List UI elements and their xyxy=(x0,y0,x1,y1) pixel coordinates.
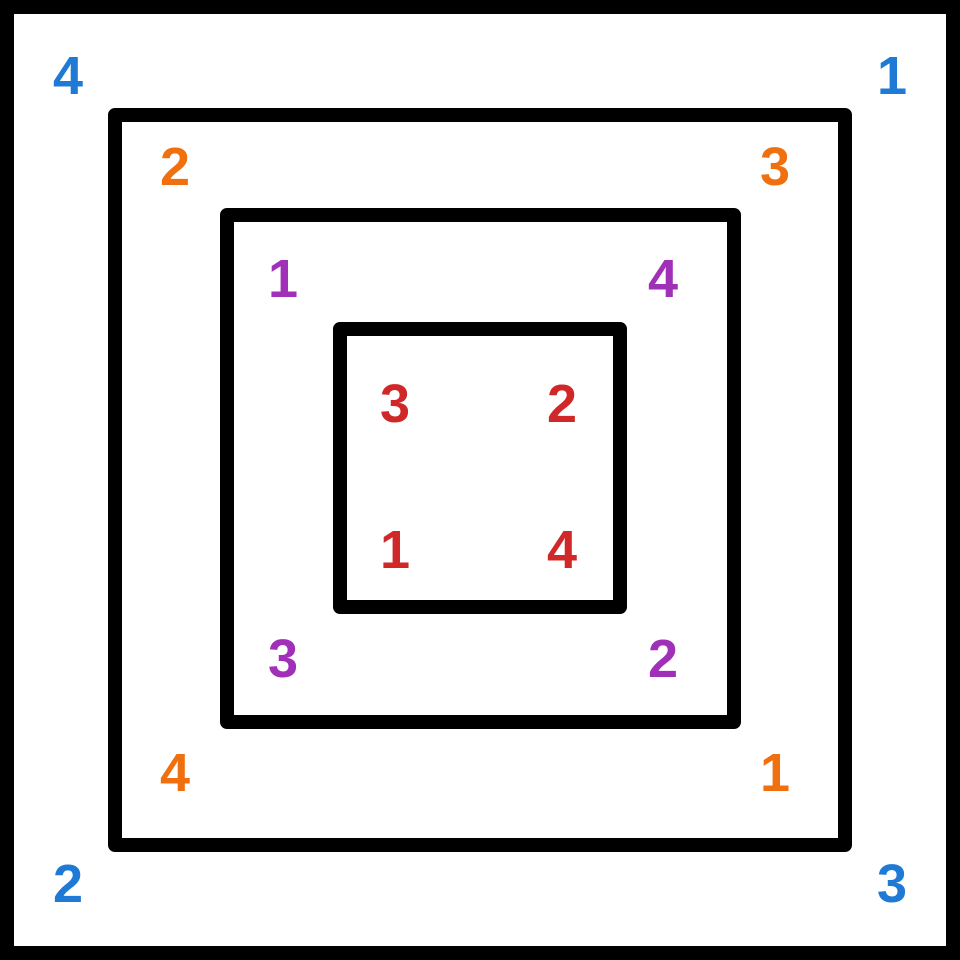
square-frame-1 xyxy=(108,108,852,852)
number-inner-top-right: 2 xyxy=(547,374,577,434)
number-inner-bottom-right: 4 xyxy=(547,520,577,580)
square-frame-2 xyxy=(220,208,741,729)
number-outer-top-right: 1 xyxy=(877,46,907,106)
number-frame2-bottom-left: 3 xyxy=(268,629,298,689)
number-outer-top-left: 4 xyxy=(53,46,83,106)
square-frame-3 xyxy=(333,322,627,614)
number-frame2-top-left: 1 xyxy=(268,249,298,309)
number-outer-bottom-right: 3 xyxy=(877,854,907,914)
number-frame1-top-right: 3 xyxy=(760,137,790,197)
number-outer-bottom-left: 2 xyxy=(53,854,83,914)
number-frame1-bottom-right: 1 xyxy=(760,743,790,803)
number-frame1-bottom-left: 4 xyxy=(160,743,190,803)
number-frame2-top-right: 4 xyxy=(648,249,678,309)
number-inner-top-left: 3 xyxy=(380,374,410,434)
number-frame2-bottom-right: 2 xyxy=(648,629,678,689)
number-frame1-top-left: 2 xyxy=(160,137,190,197)
number-inner-bottom-left: 1 xyxy=(380,520,410,580)
